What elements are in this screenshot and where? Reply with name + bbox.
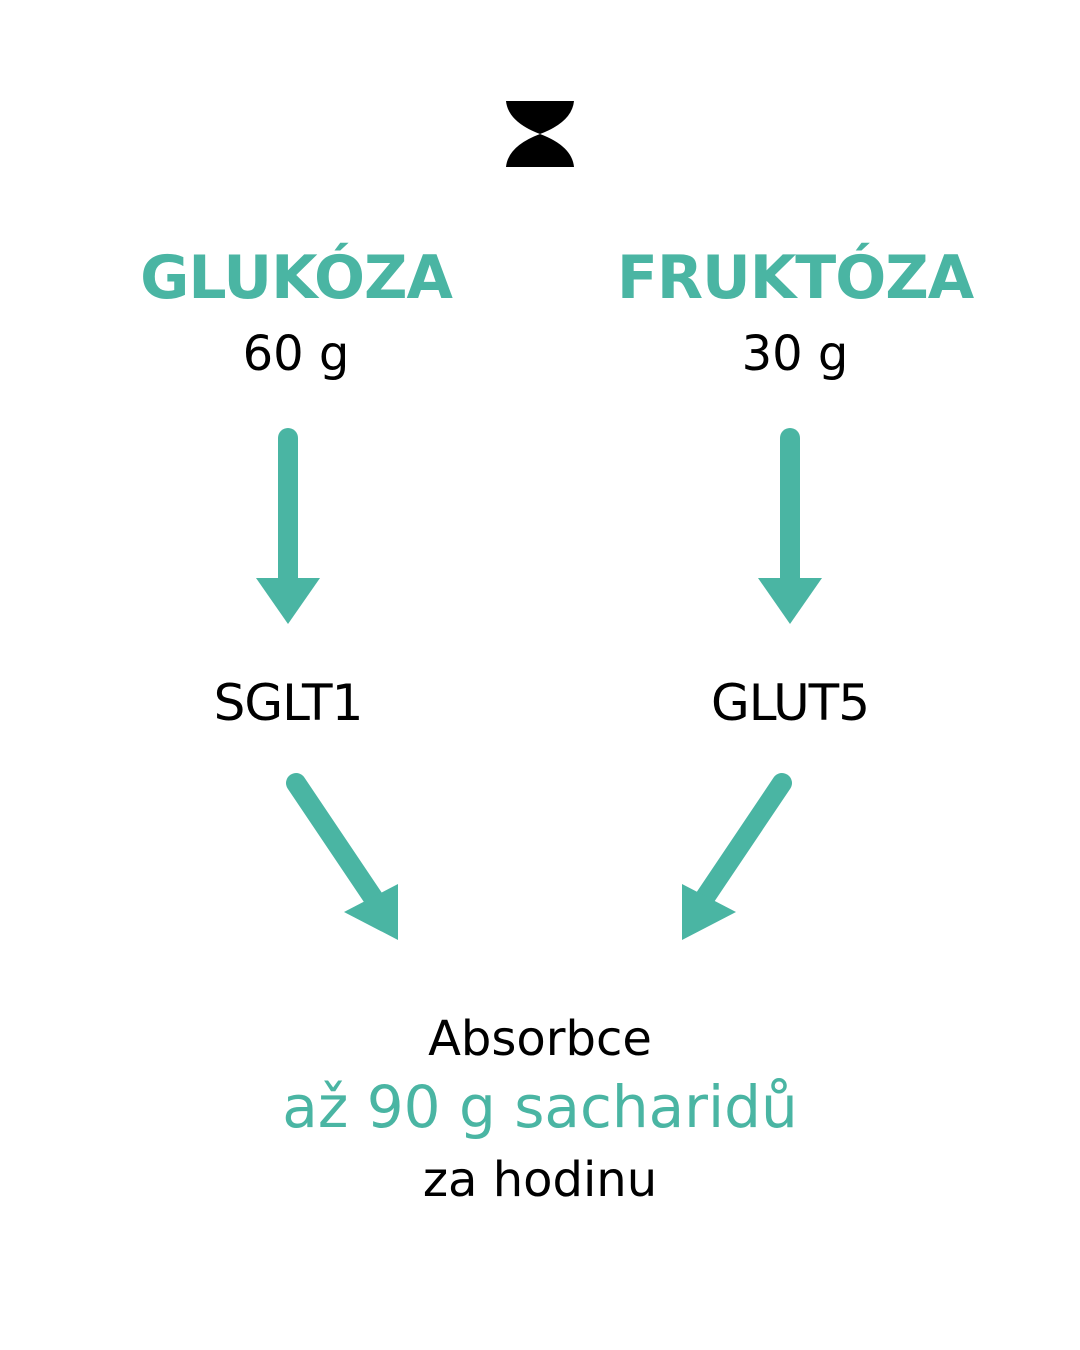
sglt1-label: SGLT1 <box>213 674 364 732</box>
arrow-fructose-down <box>758 428 822 624</box>
result-line-absorption: Absorbce <box>428 1011 652 1067</box>
arrow-sglt1-diagonal <box>286 773 398 940</box>
result-line-amount: až 90 g sacharidů <box>282 1073 798 1141</box>
glucose-heading: GLUKÓZA <box>140 243 453 313</box>
result-line-per-hour: za hodinu <box>422 1152 658 1208</box>
fructose-amount: 30 g <box>741 326 849 382</box>
fructose-heading: FRUKTÓZA <box>616 243 974 313</box>
arrow-glut5-diagonal <box>682 773 792 940</box>
glut5-label: GLUT5 <box>710 674 870 732</box>
arrow-glucose-down <box>256 428 320 624</box>
glucose-amount: 60 g <box>242 326 350 382</box>
